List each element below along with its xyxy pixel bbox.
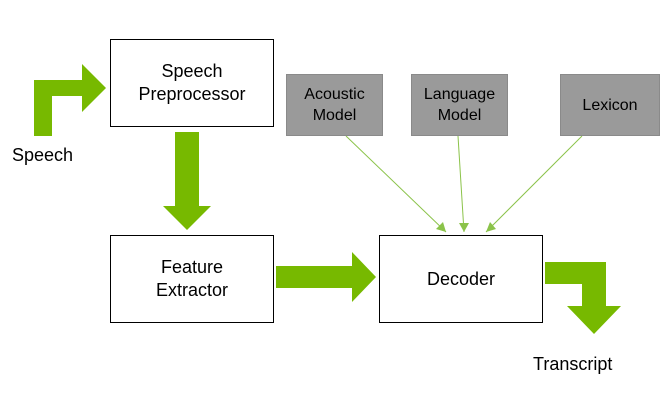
acoustic-model-box: Acoustic Model [286,74,383,136]
language-model-label: Language Model [423,86,496,124]
speech-input-label: Speech [12,145,74,165]
transcript-output-arrow [545,262,621,334]
language-connector [457,135,465,233]
acoustic-connector [345,135,447,233]
lexicon-connector [485,135,583,233]
model-connectors [345,135,583,233]
lexicon-label: Lexicon [582,96,638,114]
feature-extractor-box: Feature Extractor [110,235,274,323]
language-connector-head [459,223,469,232]
extractor-to-decoder-arrow [276,252,376,302]
lexicon-box: Lexicon [560,74,660,136]
language-model-box: Language Model [411,74,508,136]
speech-input-arrow [34,64,106,136]
acoustic-connector-head [436,222,446,232]
speech-preprocessor-box: Speech Preprocessor [110,39,274,127]
lexicon-connector-head [486,222,496,232]
decoder-box: Decoder [379,235,543,323]
preprocessor-to-extractor-arrow [163,132,211,230]
transcript-output-label: Transcript [533,354,613,374]
decoder-label: Decoder [426,268,496,289]
acoustic-model-label: Acoustic Model [304,86,365,124]
feature-extractor-label: Feature Extractor [155,257,229,300]
speech-preprocessor-label: Speech Preprocessor [138,61,246,104]
